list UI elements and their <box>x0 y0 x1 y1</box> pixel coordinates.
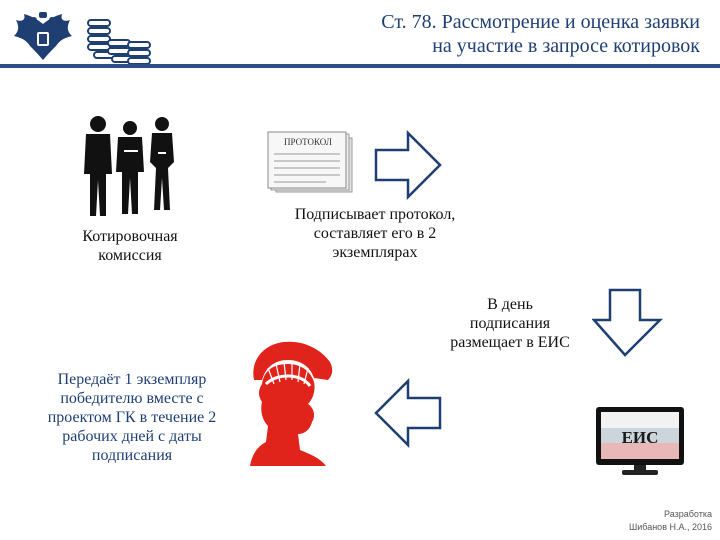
transfers-line-3: проектом ГК в течение 2 <box>47 409 217 426</box>
commission-label: Котировочная комиссия <box>50 227 210 265</box>
signs-protocol-label: Подписывает протокол, составляет его в 2… <box>280 205 470 262</box>
page-title: Ст. 78. Рассмотрение и оценка заявки на … <box>381 10 700 58</box>
transfers-line-5: подписания <box>91 447 173 464</box>
people-silhouettes-icon <box>84 116 174 216</box>
title-line-1: Ст. 78. Рассмотрение и оценка заявки <box>381 11 700 33</box>
header-divider <box>0 64 720 68</box>
eis-screen-label: ЕИС <box>622 428 659 447</box>
publishes-line-1: В день <box>487 296 533 313</box>
signs-line-2: составляет его в 2 <box>313 225 437 242</box>
signs-line-3: экземплярах <box>332 244 418 261</box>
signs-line-1: Подписывает протокол, <box>294 206 456 223</box>
footer-line-1: Разработка <box>664 509 712 519</box>
protocol-doc-label: ПРОТОКОЛ <box>284 137 332 147</box>
protocol-document-icon: ПРОТОКОЛ <box>267 131 353 193</box>
author-footer: Разработка Шибанов Н.А., 2016 <box>629 508 712 534</box>
transfers-line-4: рабочих дней с даты <box>62 428 202 445</box>
arrow-down-icon <box>592 288 664 357</box>
title-line-2: на участие в запросе котировок <box>432 35 700 57</box>
publishes-line-2: подписания <box>469 315 551 332</box>
publishes-line-3: размещает в ЕИС <box>450 334 570 351</box>
commission-line-1: Котировочная <box>82 228 178 245</box>
footer-line-2: Шибанов Н.А., 2016 <box>628 522 712 532</box>
double-headed-eagle-icon <box>14 12 72 60</box>
arrow-right-icon <box>374 130 442 200</box>
transfers-line-2: победителю вместе с <box>60 390 204 407</box>
transfers-label: Передаёт 1 экземпляр победителю вместе с… <box>22 370 242 465</box>
eis-monitor-icon: ЕИС <box>596 407 684 475</box>
transfers-line-1: Передаёт 1 экземпляр <box>57 371 207 388</box>
coins-stack-icon <box>87 19 151 65</box>
publishes-label: В день подписания размещает в ЕИС <box>420 295 600 352</box>
arrow-left-icon <box>374 378 442 448</box>
commission-line-2: комиссия <box>98 247 162 264</box>
spartan-winner-icon <box>250 341 333 466</box>
